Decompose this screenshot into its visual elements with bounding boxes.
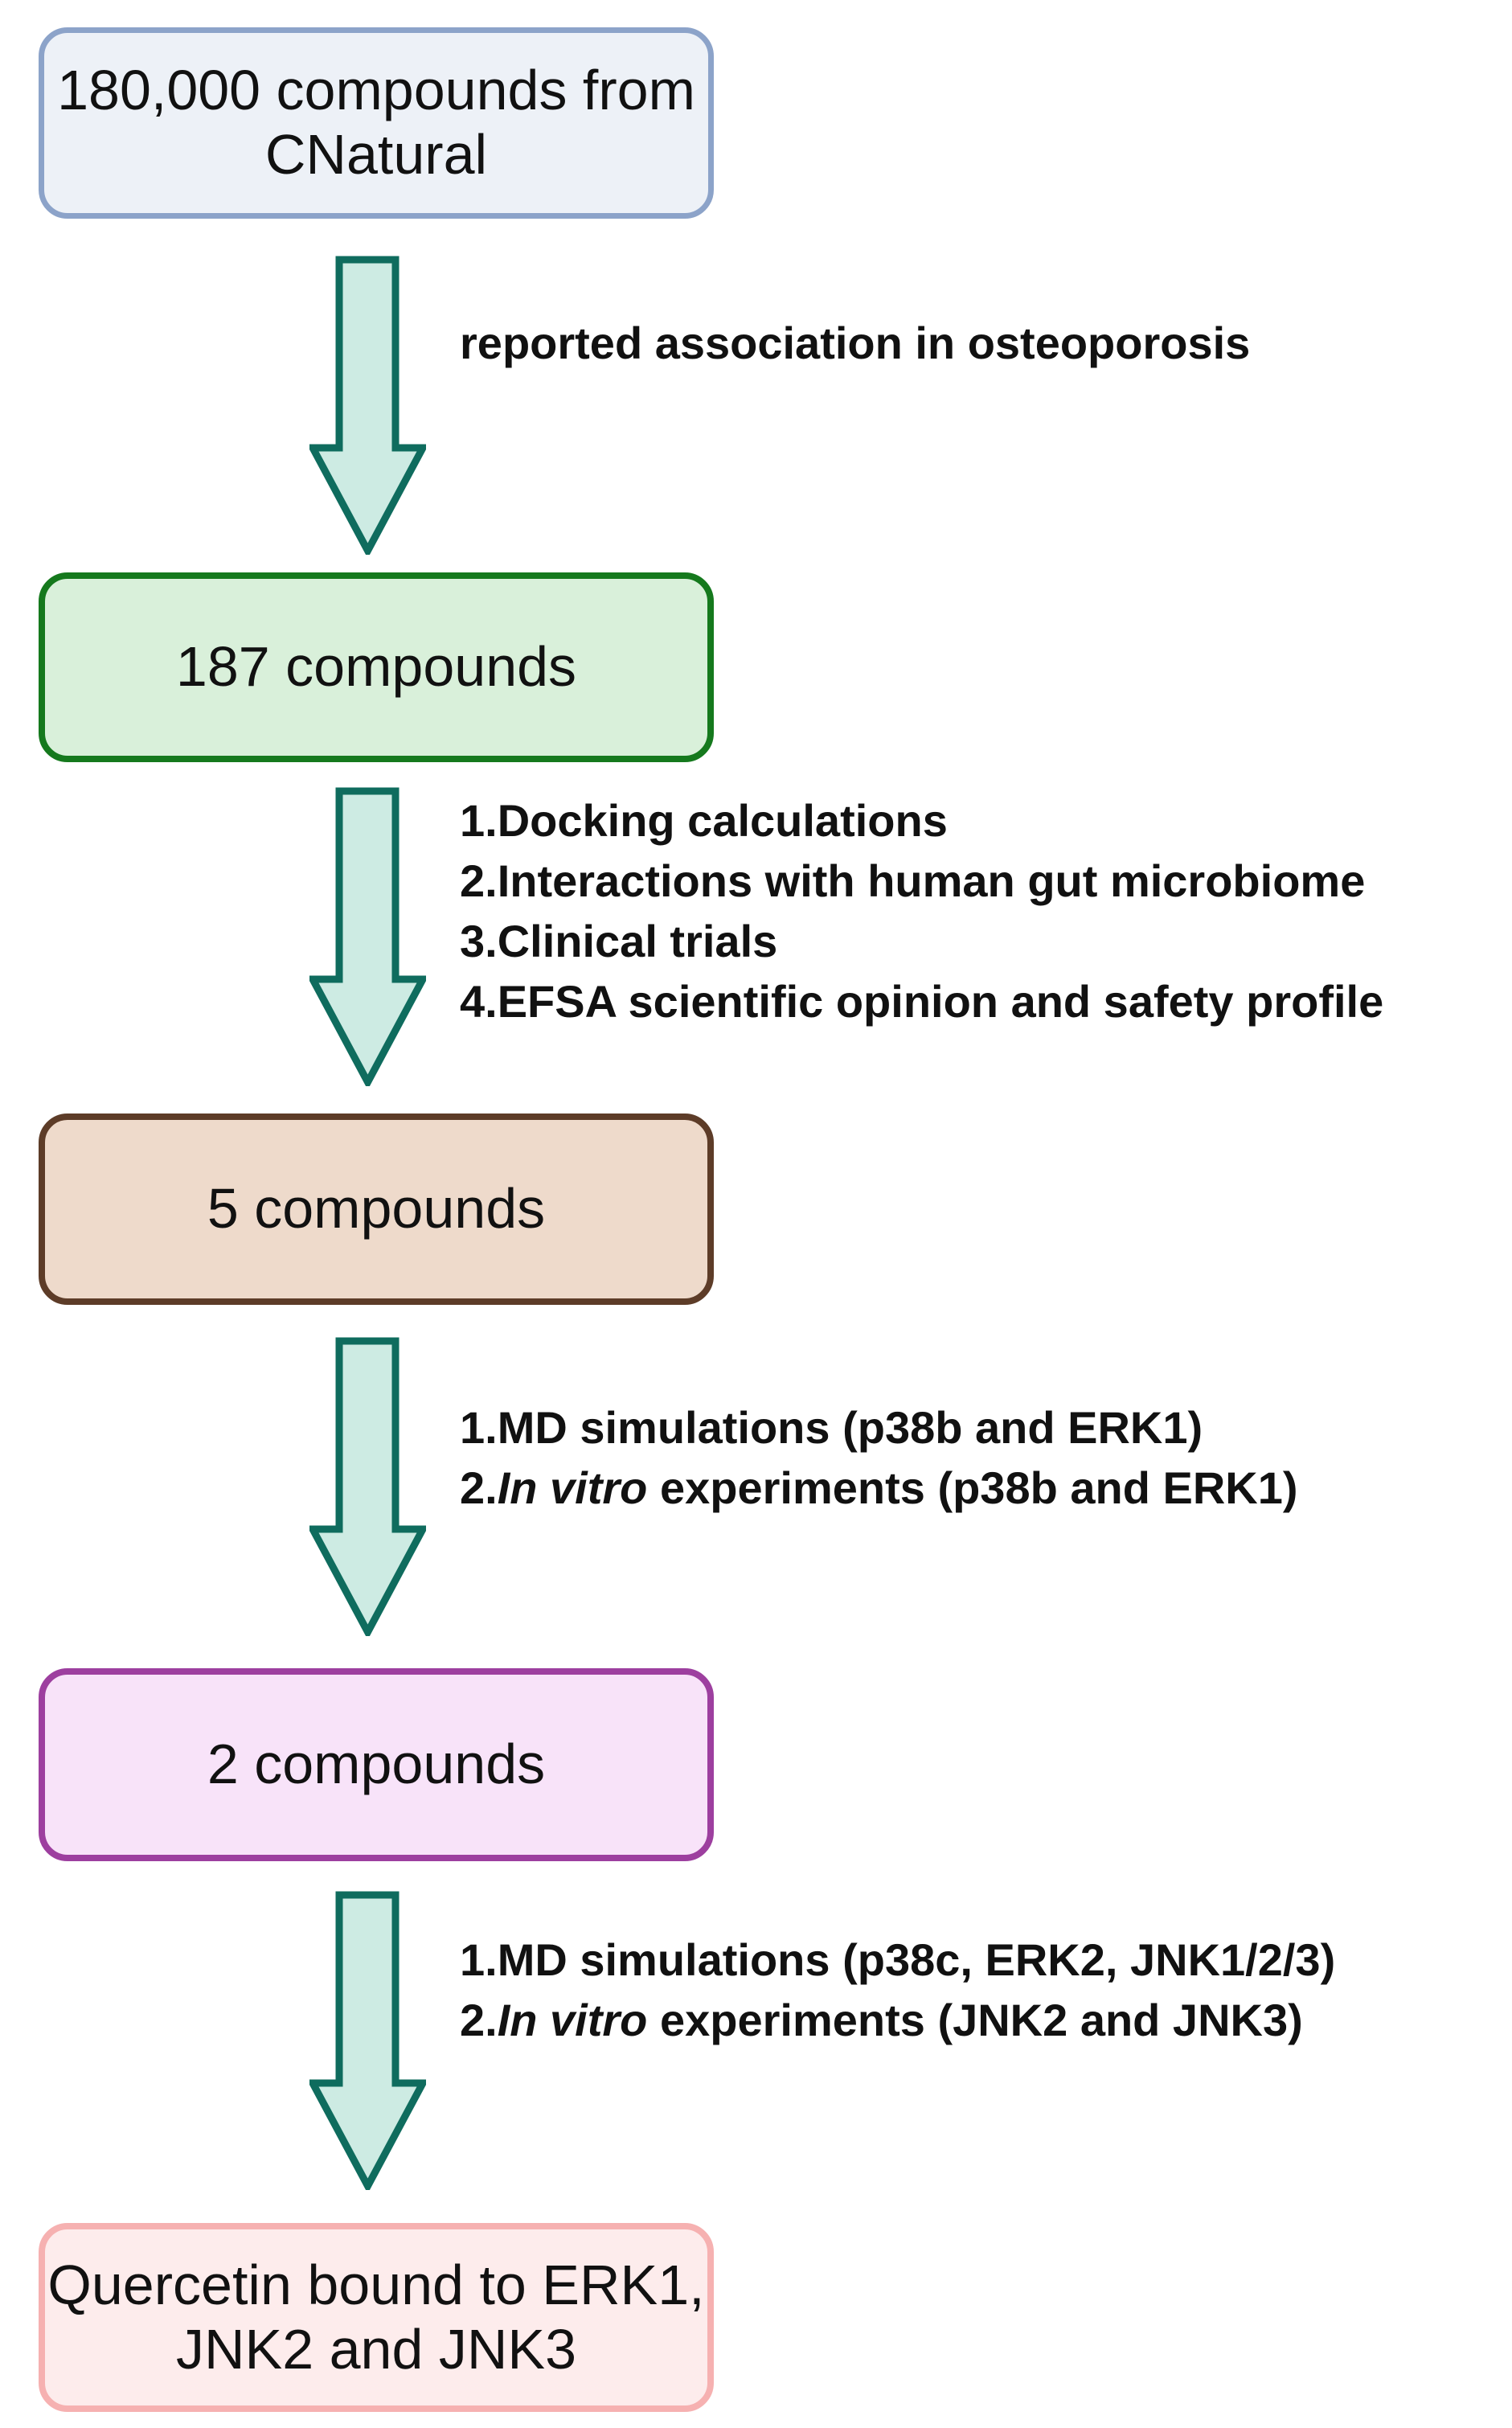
annotation-number: 4. bbox=[460, 976, 498, 1027]
annotation-line: 4.EFSA scientific opinion and safety pro… bbox=[460, 971, 1383, 1031]
annotation-italic: In vitro bbox=[497, 1995, 648, 2045]
annotation-number: 1. bbox=[460, 795, 498, 846]
annotation-line: 1.Docking calculations bbox=[460, 790, 1383, 851]
annotation-text: experiments (p38b and ERK1) bbox=[647, 1462, 1298, 1513]
annotation-line: 2.In vitro experiments (JNK2 and JNK3) bbox=[460, 1990, 1335, 2050]
annotation-line: 1.MD simulations (p38c, ERK2, JNK1/2/3) bbox=[460, 1930, 1335, 1990]
annotation-line: 1.MD simulations (p38b and ERK1) bbox=[460, 1397, 1298, 1458]
node-quercetin-result: Quercetin bound to ERK1, JNK2 and JNK3 bbox=[39, 2223, 714, 2412]
annotation-text: MD simulations (p38c, ERK2, JNK1/2/3) bbox=[497, 1934, 1336, 1985]
down-arrow-icon bbox=[309, 1337, 426, 1636]
annotation-line: 2.In vitro experiments (p38b and ERK1) bbox=[460, 1458, 1298, 1518]
annotation-italic: In vitro bbox=[497, 1462, 648, 1513]
annotation-text: Docking calculations bbox=[497, 795, 948, 846]
node-label: 2 compounds bbox=[207, 1733, 546, 1796]
annotation-text: Clinical trials bbox=[497, 916, 778, 966]
annotation-number: 2. bbox=[460, 855, 498, 906]
annotation-number: 2. bbox=[460, 1462, 498, 1513]
node-label: 5 compounds bbox=[207, 1177, 546, 1241]
node-label: 187 compounds bbox=[175, 635, 577, 699]
node-label: 180,000 compounds from CNatural bbox=[57, 59, 695, 186]
arrow-annotation: reported association in osteoporosis bbox=[460, 313, 1250, 373]
annotation-text: MD simulations (p38b and ERK1) bbox=[497, 1402, 1203, 1453]
annotation-number: 2. bbox=[460, 1995, 498, 2045]
annotation-line: 2.Interactions with human gut microbiome bbox=[460, 851, 1383, 911]
node-2-compounds: 2 compounds bbox=[39, 1668, 714, 1861]
down-arrow-icon bbox=[309, 787, 426, 1086]
down-arrow-icon bbox=[309, 256, 426, 555]
arrow-annotation: 1.MD simulations (p38b and ERK1) 2.In vi… bbox=[460, 1397, 1298, 1518]
down-arrow-icon bbox=[309, 1891, 426, 2190]
arrow-annotation: 1.MD simulations (p38c, ERK2, JNK1/2/3) … bbox=[460, 1930, 1335, 2050]
annotation-number: 1. bbox=[460, 1934, 498, 1985]
annotation-text: EFSA scientific opinion and safety profi… bbox=[497, 976, 1384, 1027]
node-5-compounds: 5 compounds bbox=[39, 1114, 714, 1305]
annotation-number: 1. bbox=[460, 1402, 498, 1453]
annotation-line: reported association in osteoporosis bbox=[460, 313, 1250, 373]
node-180000-compounds-cnatural: 180,000 compounds from CNatural bbox=[39, 27, 714, 219]
arrow-annotation: 1.Docking calculations 2.Interactions wi… bbox=[460, 790, 1383, 1031]
node-label: Quercetin bound to ERK1, JNK2 and JNK3 bbox=[47, 2253, 705, 2381]
annotation-line: 3.Clinical trials bbox=[460, 911, 1383, 971]
annotation-number: 3. bbox=[460, 916, 498, 966]
annotation-text: Interactions with human gut microbiome bbox=[497, 855, 1366, 906]
node-187-compounds: 187 compounds bbox=[39, 572, 714, 762]
annotation-text: reported association in osteoporosis bbox=[460, 318, 1251, 368]
annotation-text: experiments (JNK2 and JNK3) bbox=[647, 1995, 1303, 2045]
